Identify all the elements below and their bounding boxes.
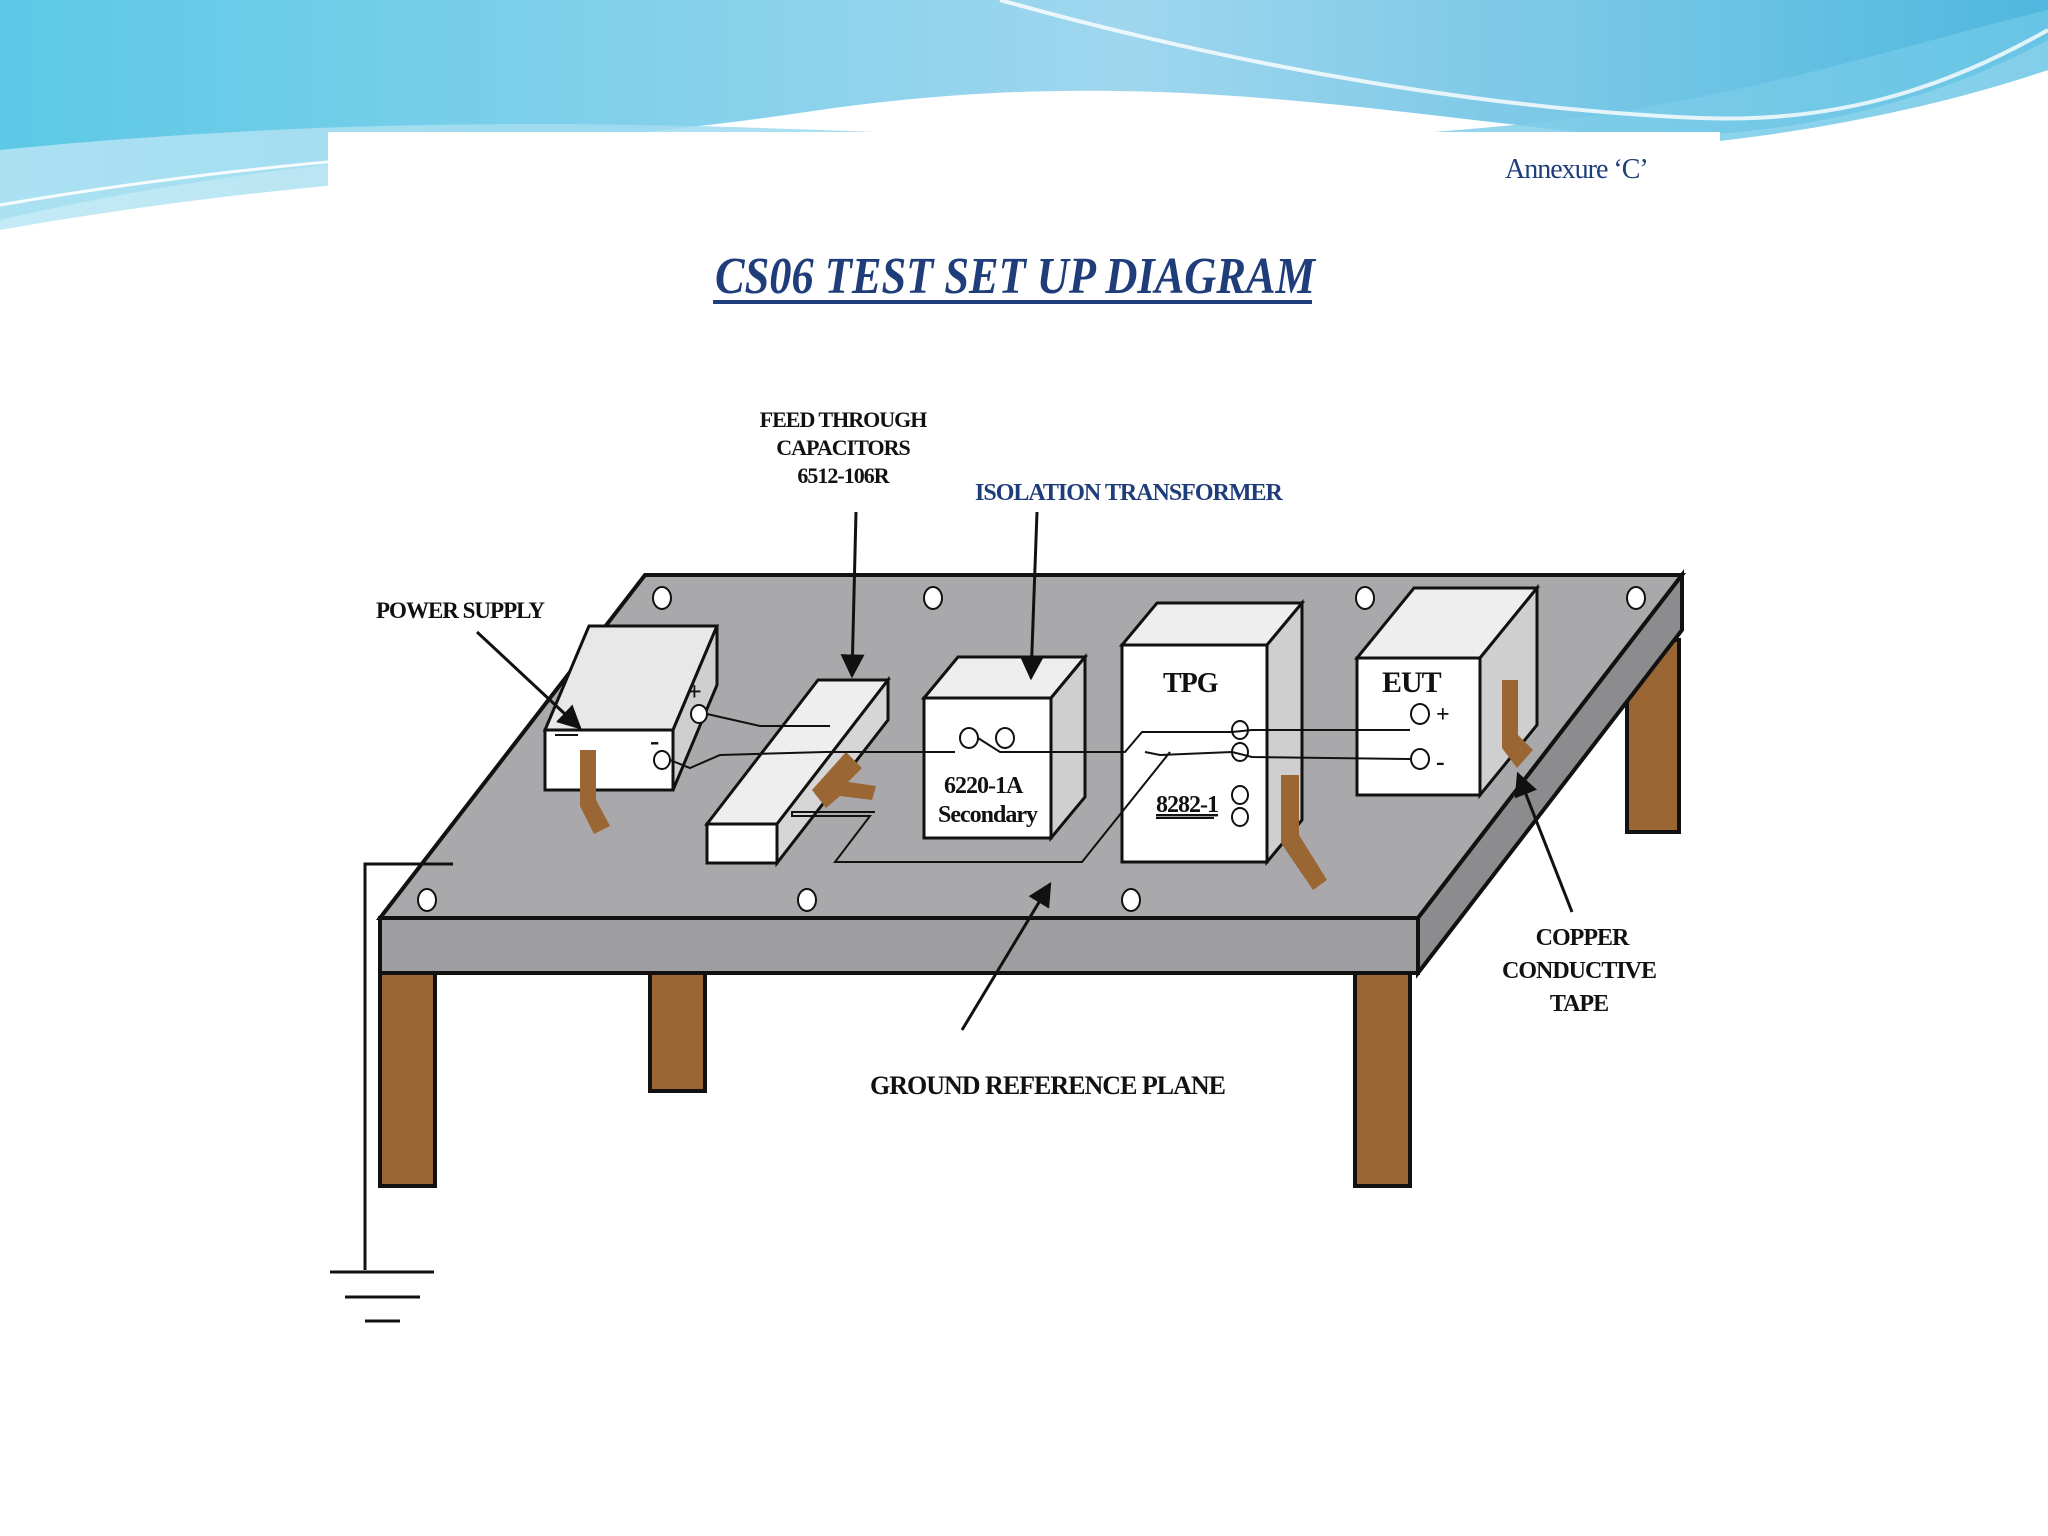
transformer-model: 6220-1A	[944, 773, 1024, 799]
transformer-secondary: Secondary	[938, 802, 1038, 828]
ground-plane-label: GROUND REFERENCE PLANE	[870, 1071, 1226, 1100]
earth-ground	[330, 862, 453, 1323]
tpg-label: TPG	[1163, 668, 1219, 699]
annexure-label: Annexure ‘C’	[1505, 154, 1648, 185]
svg-text:COPPER: COPPER	[1536, 925, 1630, 951]
power-supply-arrow	[475, 630, 582, 730]
eut-label: EUT	[1382, 666, 1442, 699]
isolation-transformer	[920, 652, 1089, 843]
tpg-model: 8282-1	[1156, 792, 1218, 818]
feed-through-label: FEED THROUGH CAPACITORS 6512-106R	[760, 407, 929, 488]
table-leg-back-right	[1625, 638, 1681, 834]
table-leg-middle	[648, 971, 707, 1093]
eut-terminals	[1410, 703, 1430, 770]
plane-right-edge	[1416, 569, 1684, 979]
plane-front-edge	[378, 916, 1420, 975]
eut-plus: +	[1436, 702, 1450, 728]
table-leg-front-left	[378, 971, 437, 1188]
copper-tape-arrow	[1514, 771, 1574, 913]
diagram-title: CS06 TEST SET UP DIAGRAM	[715, 248, 1316, 305]
copper-tape-tpg	[1281, 775, 1327, 890]
bolt-holes	[417, 586, 1646, 912]
svg-text:FEED THROUGH: FEED THROUGH	[760, 407, 928, 432]
feed-through-arrow	[840, 511, 865, 679]
wiring	[669, 713, 1411, 863]
svg-text:CONDUCTIVE: CONDUCTIVE	[1502, 958, 1656, 984]
eut-unit	[1353, 583, 1541, 800]
copper-tape-power-supply	[580, 750, 610, 834]
svg-text:TAPE: TAPE	[1550, 991, 1608, 1017]
ground-plane-arrow	[960, 881, 1052, 1031]
copper-tape-feed-through	[812, 752, 876, 808]
isolation-transformer-arrow	[1019, 511, 1044, 681]
tpg-terminals	[1231, 720, 1249, 827]
power-supply-minus: -	[650, 726, 659, 757]
table-leg-front-right	[1353, 971, 1412, 1188]
power-supply-label: POWER SUPPLY	[376, 598, 545, 623]
power-supply-plus: +	[687, 677, 702, 706]
svg-text:CAPACITORS: CAPACITORS	[776, 435, 910, 460]
copper-tape-label: COPPER CONDUCTIVE TAPE	[1502, 925, 1657, 1017]
eut-minus: -	[1436, 747, 1445, 776]
copper-tape-eut	[1502, 680, 1533, 768]
isolation-transformer-label: ISOLATION TRANSFORMER	[975, 480, 1284, 506]
svg-text:6512-106R: 6512-106R	[797, 463, 890, 488]
